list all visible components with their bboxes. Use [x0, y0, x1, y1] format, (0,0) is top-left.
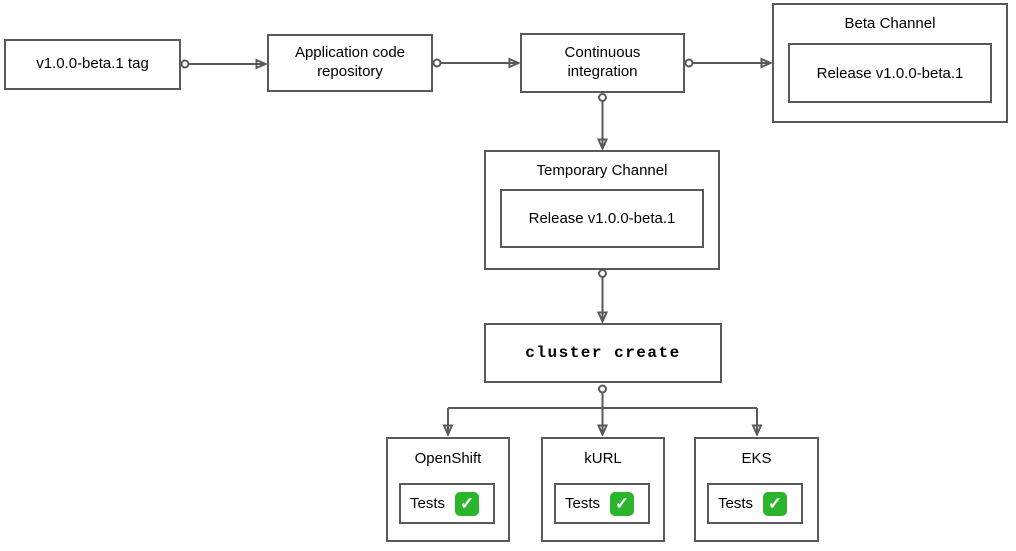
application-code-repository-label: Application code repository	[294, 44, 406, 80]
check-mark-icon: ✓	[455, 491, 480, 516]
node-beta-channel: Beta Channel Release v1.0.0-beta.1	[772, 3, 1008, 123]
eks-tests-label: Tests	[718, 495, 754, 512]
node-application-code-repository: Application code repository	[267, 34, 433, 92]
openshift-tests-box: Tests ✓	[399, 483, 495, 524]
check-mark-icon: ✓	[763, 491, 788, 516]
eks-title: EKS	[741, 450, 772, 467]
openshift-tests-label: Tests	[410, 495, 446, 512]
temporary-channel-title: Temporary Channel	[536, 162, 668, 179]
connector-repo-to-ci	[432, 60, 519, 67]
temporary-channel-release-label: Release v1.0.0-beta.1	[528, 210, 676, 227]
beta-channel-release-box: Release v1.0.0-beta.1	[788, 43, 992, 103]
connector-ci-to-beta-channel	[684, 60, 771, 67]
connector-tag-to-repo	[180, 61, 266, 68]
cluster-create-label: cluster create	[525, 344, 681, 362]
temporary-channel-release-box: Release v1.0.0-beta.1	[500, 189, 704, 248]
node-eks: EKS Tests ✓	[694, 437, 819, 542]
kurl-title: kURL	[584, 450, 622, 467]
connector-ci-to-temporary-channel	[599, 93, 606, 148]
kurl-tests-box: Tests ✓	[554, 483, 650, 524]
eks-tests-box: Tests ✓	[707, 483, 803, 524]
node-kurl: kURL Tests ✓	[541, 437, 665, 542]
check-mark-icon: ✓	[610, 491, 635, 516]
openshift-title: OpenShift	[414, 450, 482, 467]
node-continuous-integration: Continuous integration	[520, 33, 685, 93]
connector-temporary-channel-to-cluster-create	[599, 269, 606, 321]
version-tag-label: v1.0.0-beta.1 tag	[36, 55, 149, 73]
node-temporary-channel: Temporary Channel Release v1.0.0-beta.1	[484, 150, 720, 270]
node-cluster-create: cluster create	[484, 323, 722, 383]
beta-channel-title: Beta Channel	[844, 15, 936, 32]
beta-channel-release-label: Release v1.0.0-beta.1	[816, 64, 964, 82]
node-openshift: OpenShift Tests ✓	[386, 437, 510, 542]
continuous-integration-label: Continuous integration	[564, 44, 641, 80]
node-version-tag: v1.0.0-beta.1 tag	[4, 39, 181, 90]
kurl-tests-label: Tests	[565, 495, 601, 512]
connector-cluster-create-branch	[448, 384, 757, 435]
